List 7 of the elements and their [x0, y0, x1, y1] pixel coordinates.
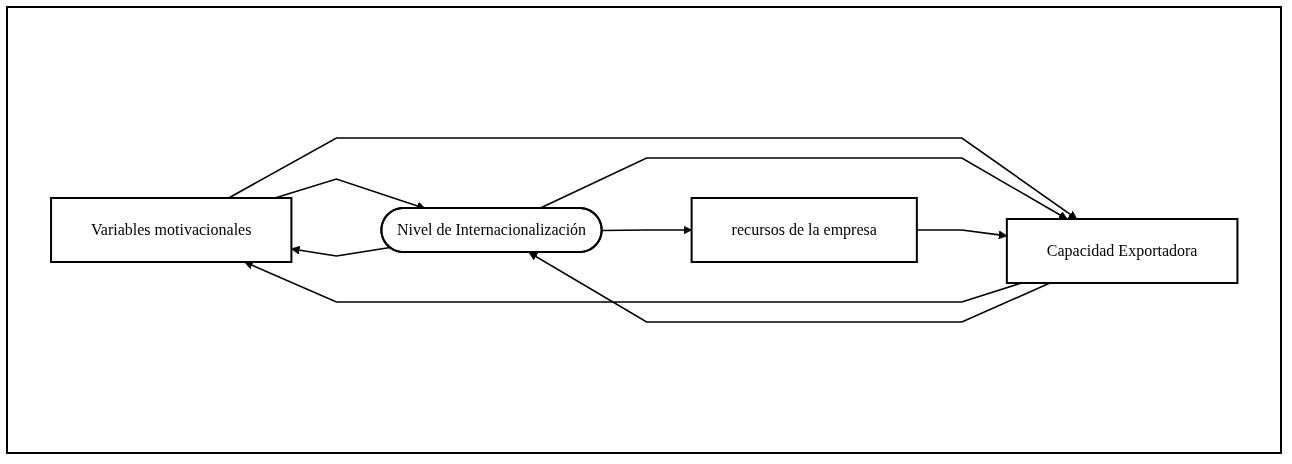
diagram-frame: Variables motivacionales Nivel de Internacionalización recursos de la empresa Capacidad Exportadora [6, 6, 1282, 454]
node-box [1005, 218, 1239, 284]
arrow [227, 137, 1077, 220]
arrow [528, 252, 1051, 323]
node-box [49, 197, 293, 263]
arrow [601, 225, 692, 235]
node-box [690, 197, 918, 263]
